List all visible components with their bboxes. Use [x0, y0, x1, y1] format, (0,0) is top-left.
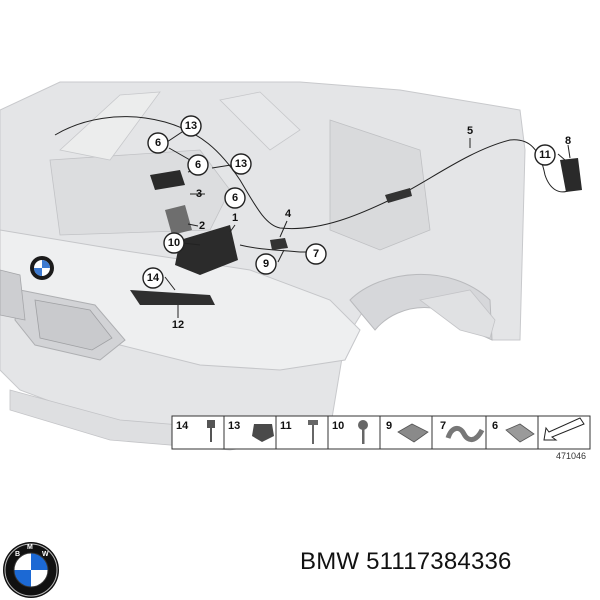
hood-release-cables [54, 116, 582, 305]
callout-11: 11 [534, 144, 556, 166]
legend-cell-6: 6 [492, 420, 535, 443]
legend-num-11: 11 [280, 420, 292, 432]
label-5: 5 [467, 125, 473, 137]
legend-cell-14: 14 [176, 420, 215, 442]
part-number-text: BMW 51117384336 [300, 548, 512, 575]
legend-num-13: 13 [228, 420, 240, 432]
legend-cell-10: 10 [332, 420, 368, 444]
callout-6-c: 6 [224, 187, 246, 209]
svg-text:W: W [42, 551, 49, 558]
callout-9-label: 9 [263, 258, 269, 270]
callout-10-label: 10 [168, 237, 180, 249]
legend-cell-9: 9 [386, 420, 429, 443]
callout-9: 9 [255, 253, 277, 275]
callout-6-c-label: 6 [232, 192, 238, 204]
label-4: 4 [285, 208, 292, 220]
callout-11-label: 11 [539, 149, 551, 161]
legend-num-6: 6 [492, 420, 498, 432]
callout-13-mid-label: 13 [235, 158, 247, 170]
legend-num-14: 14 [176, 420, 189, 432]
callout-6-a: 6 [147, 132, 169, 154]
legend-cell-13: 13 [228, 420, 274, 442]
legend-num-9: 9 [386, 420, 392, 432]
label-2: 2 [199, 220, 205, 232]
label-3: 3 [196, 188, 202, 200]
callout-13-top-label: 13 [185, 120, 197, 132]
callout-13-top: 13 [180, 115, 202, 137]
drawing-number: 471046 [556, 451, 586, 461]
legend-num-7: 7 [440, 420, 446, 432]
label-8: 8 [565, 135, 571, 147]
callout-6-a-label: 6 [155, 137, 161, 149]
callout-10: 10 [163, 232, 185, 254]
callout-13-mid: 13 [230, 153, 252, 175]
legend-cell-arrow [543, 417, 585, 441]
legend-cell-7: 7 [440, 420, 485, 442]
callout-6-b: 6 [187, 154, 209, 176]
callout-14: 14 [142, 267, 164, 289]
bmw-logo: B M W [3, 542, 59, 598]
callout-14-label: 14 [147, 272, 160, 284]
callout-7: 7 [305, 243, 327, 265]
parts-legend-table: 14 13 11 10 9 7 6 [171, 415, 591, 450]
legend-cell-11: 11 [280, 420, 318, 444]
label-12: 12 [172, 319, 184, 331]
hood-bmw-badge [30, 256, 54, 280]
svg-text:B: B [15, 551, 20, 558]
callout-6-b-label: 6 [195, 159, 201, 171]
callout-7-label: 7 [313, 248, 319, 260]
label-1: 1 [232, 212, 238, 224]
svg-text:M: M [27, 544, 33, 551]
legend-num-10: 10 [332, 420, 344, 432]
